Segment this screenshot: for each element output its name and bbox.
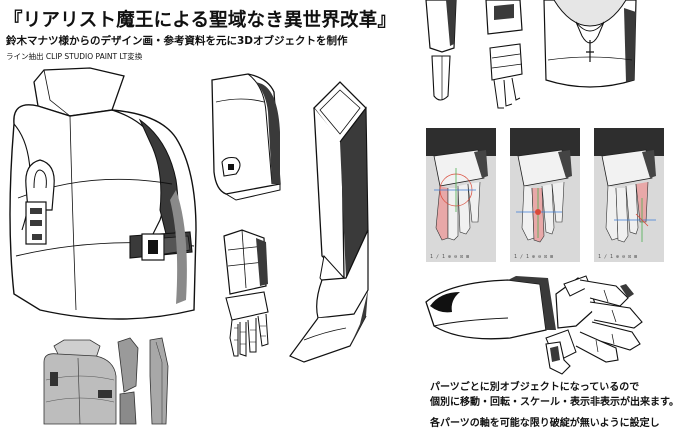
viewport-status: 1 ∕ 1 ⊕ ⊖ ⊡ ⊞ <box>430 254 470 260</box>
finger-plate-illustration <box>545 341 571 375</box>
viewport-status: 1 ∕ 1 ⊕ ⊖ ⊡ ⊞ <box>598 254 638 260</box>
gauntlet-large-illustration <box>425 275 643 363</box>
note-line-3: 各パーツの軸を可能な限り破綻が無いように設定し <box>430 418 660 429</box>
cuisse-illustration <box>425 0 457 101</box>
note-line-2: 個別に移動・回転・スケール・表示非表示が出来ます。 <box>430 397 679 408</box>
note-line-1: パーツごとに別オブジェクトになっているので <box>430 382 640 393</box>
chest-front-illustration <box>543 0 637 88</box>
viewport-status: 1 ∕ 1 ⊕ ⊖ ⊡ ⊞ <box>514 254 554 260</box>
page-subtitle: 鈴木マナツ様からのデザイン画・参考資料を元に3Dオブジェクトを制作 <box>6 35 348 47</box>
gauntlet-illustration <box>223 229 269 357</box>
page-title: 『リアリスト魔王による聖域なき異世界改革』 <box>4 10 397 31</box>
viewport-screenshot-3: 1 ∕ 1 ⊕ ⊖ ⊡ ⊞ <box>594 128 664 262</box>
viewport-screenshot-2: 1 ∕ 1 ⊕ ⊖ ⊡ ⊞ <box>510 128 580 262</box>
leg-greave-illustration <box>289 81 369 363</box>
chest-armor-illustration <box>9 67 197 320</box>
arm-guard-illustration <box>211 73 281 201</box>
viewport-screenshot-1: 1 ∕ 1 ⊕ ⊖ ⊡ ⊞ <box>426 128 496 262</box>
credit-text: ライン抽出 CLIP STUDIO PAINT LT変換 <box>6 52 143 61</box>
chest-3d-render <box>43 337 169 425</box>
bracer-illustration <box>485 0 523 109</box>
